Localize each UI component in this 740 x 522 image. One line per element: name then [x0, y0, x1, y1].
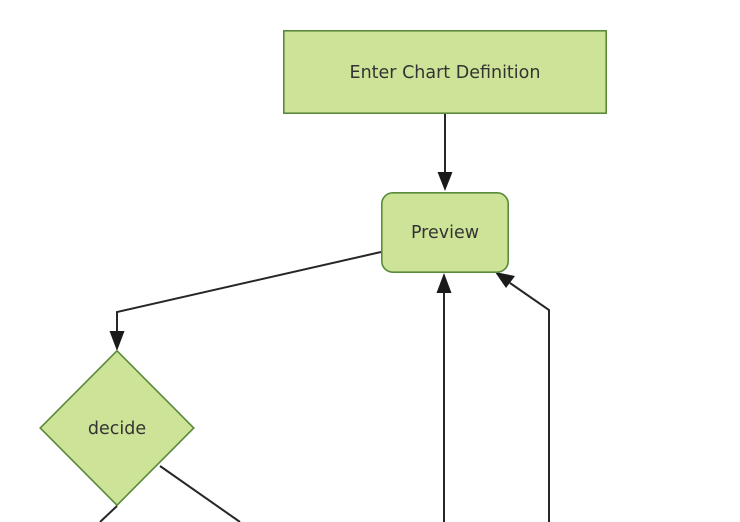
- node-layer: Enter Chart Definition Preview decide: [39, 29, 607, 507]
- edge-enter-to-preview-arrowhead: [437, 172, 453, 191]
- edge-bottom-center-to-preview: [436, 273, 452, 522]
- node-decide[interactable]: decide: [39, 349, 195, 507]
- edge-preview-to-decide-arrowhead: [109, 331, 125, 351]
- edge-bottom-right-to-preview-line: [509, 282, 550, 522]
- node-decide-shape[interactable]: [39, 349, 195, 507]
- edge-decide-bottom-right: [159, 465, 241, 522]
- edge-preview-to-decide-line: [116, 251, 382, 334]
- edge-layer: [99, 114, 550, 522]
- node-preview-shape[interactable]: [380, 192, 509, 274]
- node-enter-chart-definition[interactable]: Enter Chart Definition: [282, 29, 607, 115]
- edge-bottom-right-to-preview-arrowhead: [495, 272, 515, 288]
- node-enter-chart-definition-shape[interactable]: [282, 29, 607, 115]
- edge-preview-to-decide: [109, 251, 382, 351]
- edge-decide-bottom-left-line: [99, 505, 118, 522]
- node-preview[interactable]: Preview: [380, 192, 509, 274]
- edge-decide-bottom-right-line: [159, 465, 241, 522]
- edge-bottom-center-to-preview-arrowhead: [436, 273, 452, 293]
- edge-bottom-right-to-preview: [495, 272, 550, 522]
- edge-decide-bottom-left: [99, 505, 118, 522]
- edge-enter-to-preview: [437, 114, 453, 191]
